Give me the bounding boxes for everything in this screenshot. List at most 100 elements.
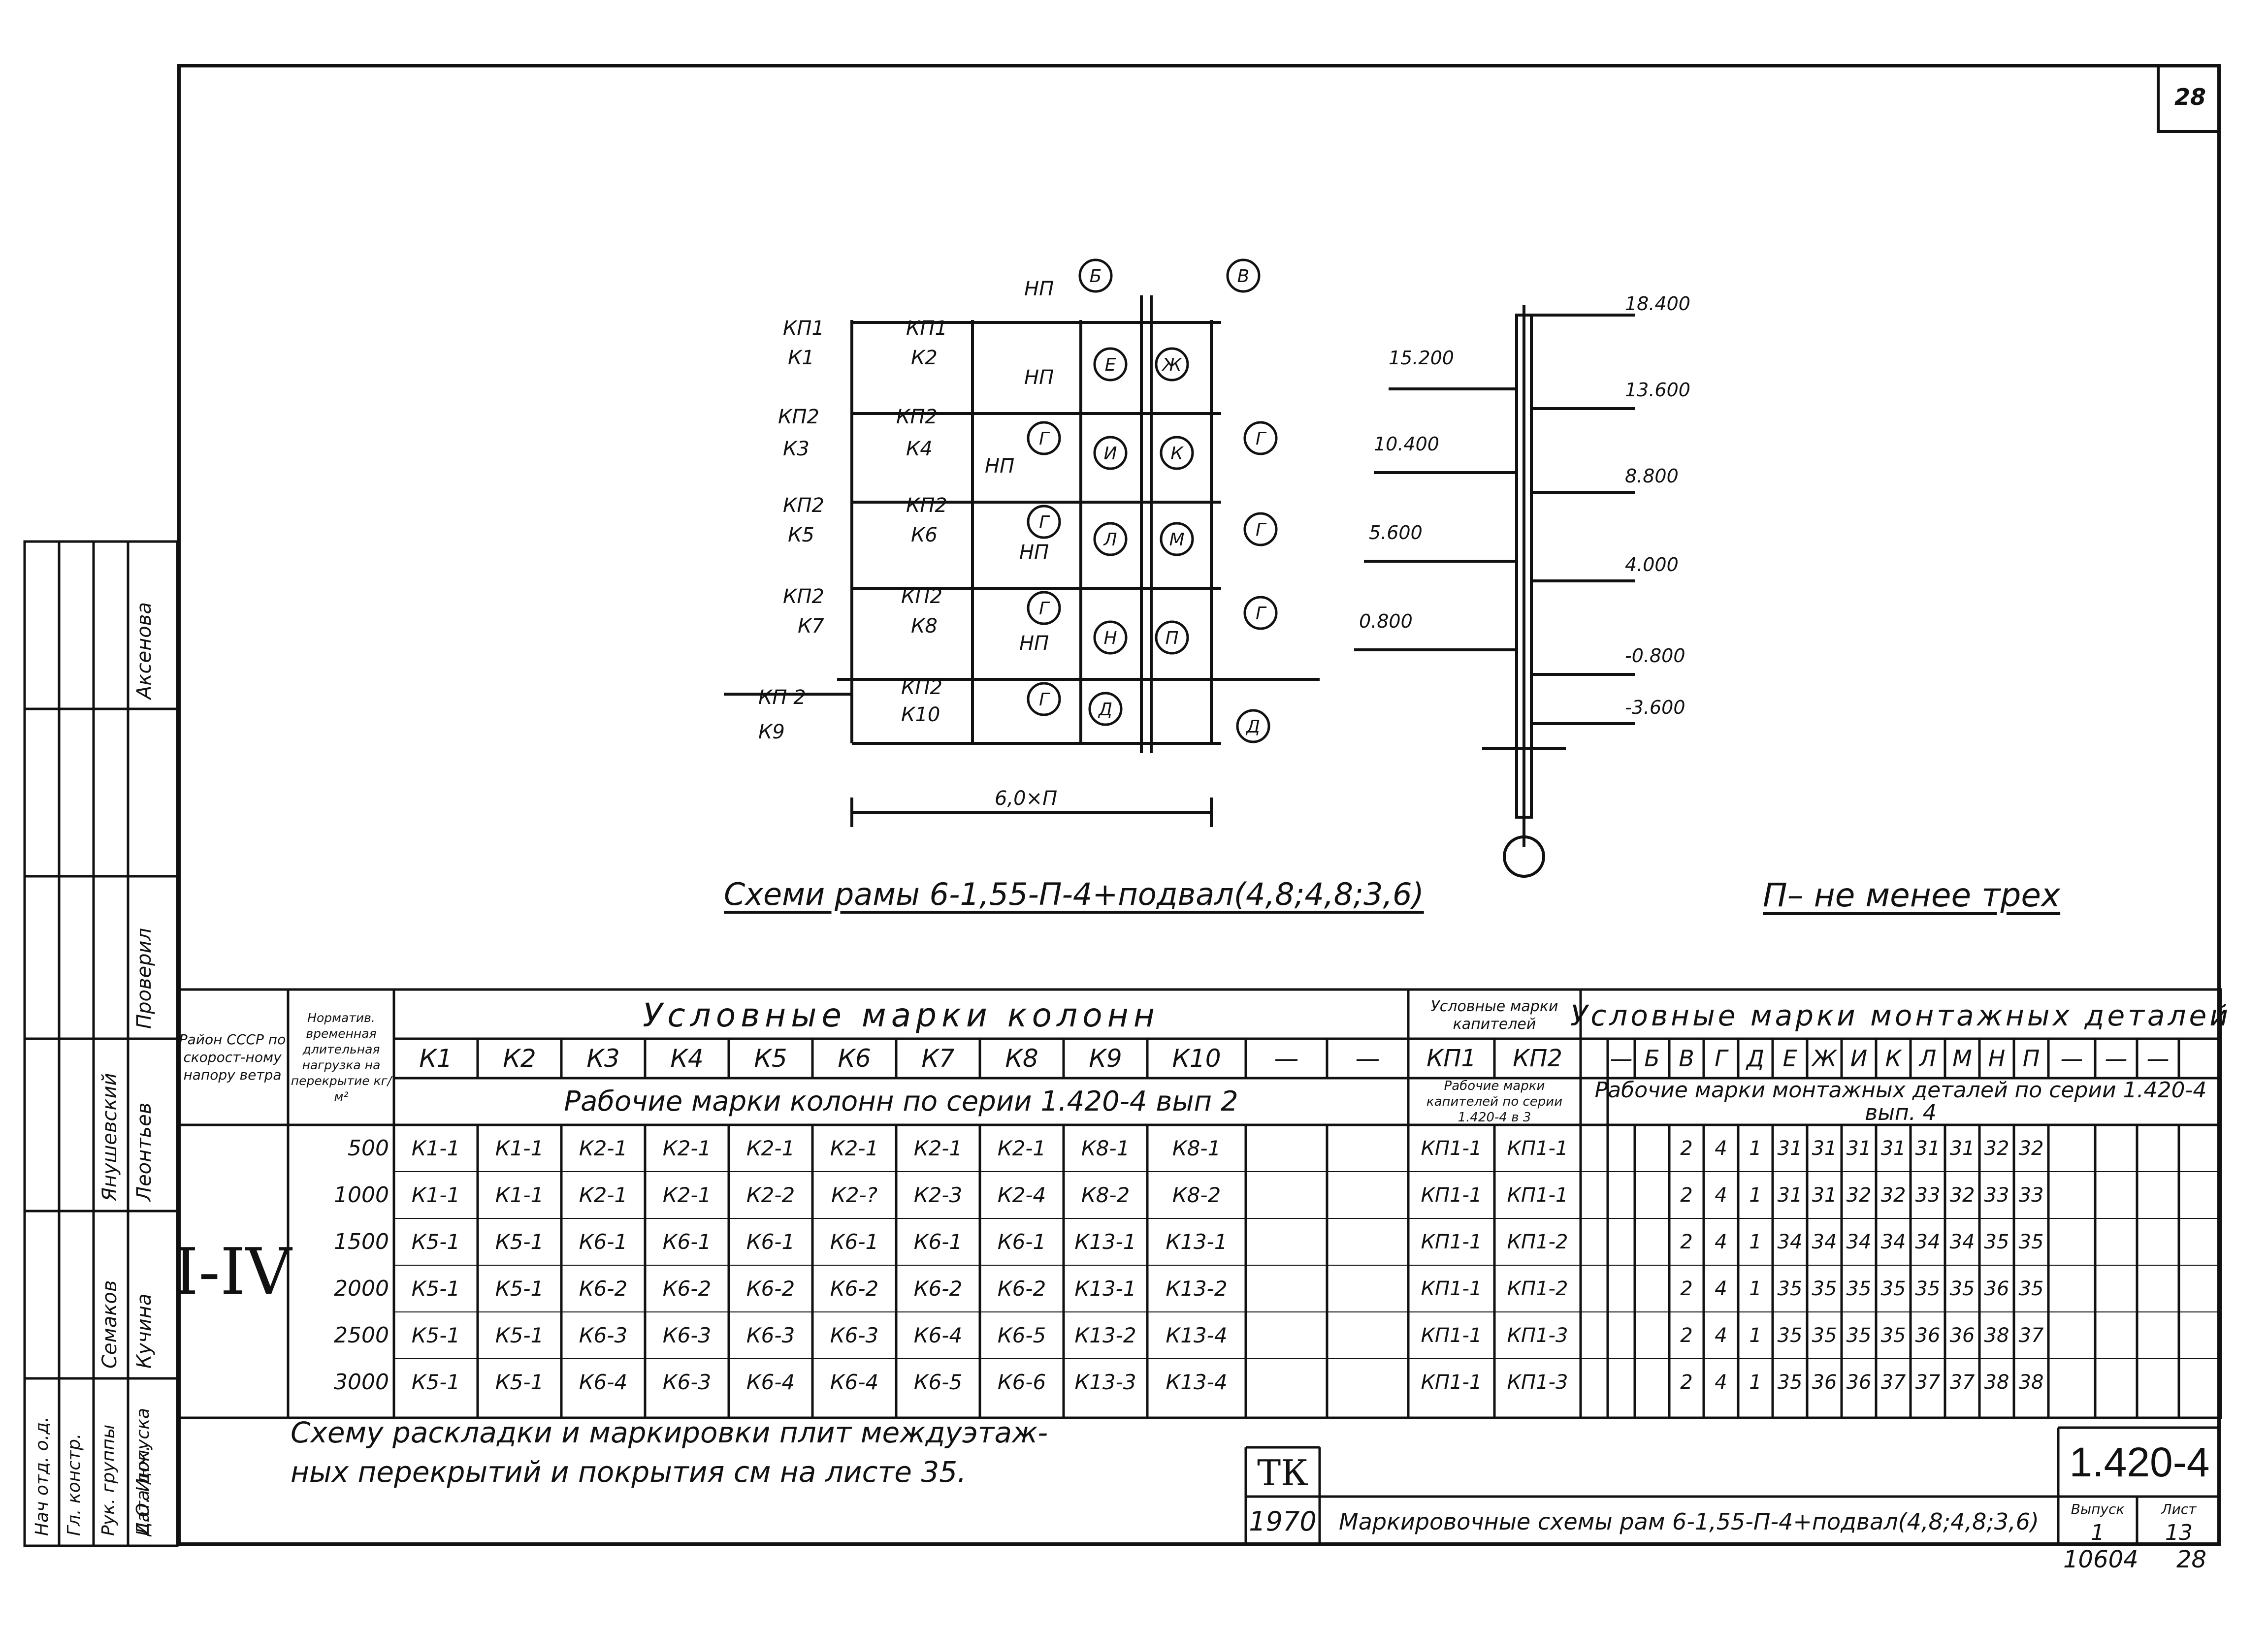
column-working-mark: К2-1 [830, 1136, 879, 1160]
year: 1970 [1249, 1506, 1317, 1537]
frame-label: К9 [758, 721, 785, 743]
detail-working-mark: 31 [1880, 1137, 1906, 1160]
column-mark: К3 [586, 1044, 620, 1073]
column-working-mark: К2-1 [746, 1136, 795, 1160]
detail-working-mark: 34 [1915, 1230, 1941, 1253]
column-working-mark: К5-1 [495, 1277, 544, 1301]
detail-working-mark: 35 [1915, 1277, 1941, 1300]
column-mark: К9 [1089, 1044, 1122, 1073]
frame-label: К3 [783, 438, 810, 460]
column-working-mark: К2-? [831, 1183, 877, 1207]
column-working-mark: К6-1 [997, 1230, 1046, 1254]
elevation-label: 15.200 [1389, 347, 1454, 369]
detail-mark: И [1850, 1045, 1868, 1072]
detail-mark: — [1610, 1045, 1633, 1072]
circle-marker: Д [1245, 717, 1260, 737]
column-working-mark: К5-1 [411, 1323, 460, 1347]
column-working-mark: К6-3 [662, 1370, 712, 1394]
row-load: 3000 [334, 1370, 389, 1395]
drawing-frame [177, 64, 2221, 1546]
sub-columns: Рабочие марки колонн по серии 1.420-4 вы… [564, 1085, 1238, 1117]
capital-working-mark: КП1-1 [1507, 1183, 1568, 1207]
column-working-mark: К13-4 [1166, 1323, 1228, 1347]
detail-working-mark: 35 [1777, 1324, 1803, 1347]
column-working-mark: К2-1 [579, 1136, 628, 1160]
circle-marker: И [1104, 444, 1117, 464]
column-mark: К6 [838, 1044, 871, 1073]
elevation-label: 0.800 [1359, 610, 1413, 632]
circle-marker: Г [1039, 512, 1050, 533]
column-working-mark: К8-2 [1172, 1183, 1221, 1207]
detail-working-mark: 35 [1812, 1324, 1837, 1347]
note-n: П– не менее трех [1763, 876, 2061, 914]
header-region: Район СССР по скорост-ному напору ветра [179, 1031, 286, 1083]
detail-working-mark: 35 [2018, 1230, 2044, 1253]
detail-mark: — [2146, 1045, 2170, 1072]
sheet-corner-number: 28 [2157, 64, 2221, 133]
capital-working-mark: КП1-1 [1421, 1324, 1482, 1347]
column-mark: К1 [419, 1044, 453, 1073]
detail-working-mark: 35 [2018, 1277, 2044, 1300]
column-working-mark: К6-2 [662, 1277, 712, 1301]
title-block-note: Схему раскладки и маркировки плит междуэ… [291, 1413, 1048, 1492]
detail-working-mark: 34 [1949, 1230, 1975, 1253]
circle-marker: Г [1039, 599, 1050, 619]
column-working-mark: К2-1 [997, 1136, 1046, 1160]
frame-label: НП [1024, 278, 1054, 300]
circle-marker: П [1165, 628, 1178, 648]
column-working-mark: К13-1 [1166, 1230, 1228, 1254]
detail-mark: — [2060, 1045, 2083, 1072]
detail-working-mark: 34 [1846, 1230, 1872, 1253]
column-mark: К8 [1005, 1044, 1038, 1073]
stamp-name: Семаков [98, 1280, 121, 1369]
frame-label: К2 [911, 347, 938, 369]
capital-working-mark: КП1-3 [1507, 1371, 1568, 1394]
column-mark: — [1355, 1044, 1380, 1073]
detail-working-mark: 32 [1880, 1183, 1906, 1207]
column-working-mark: К5-1 [495, 1323, 544, 1347]
detail-working-mark: 31 [1812, 1183, 1837, 1207]
elevation-label: 10.400 [1374, 433, 1439, 455]
elevation-label: 18.400 [1625, 293, 1690, 315]
detail-mark: — [2105, 1045, 2128, 1072]
circle-marker: В [1237, 266, 1250, 287]
column-working-mark: К13-1 [1074, 1277, 1136, 1301]
column-working-mark: К8-1 [1172, 1136, 1221, 1160]
detail-working-mark: 32 [2018, 1137, 2044, 1160]
frame-label: КП2 [896, 406, 938, 428]
column-working-mark: К6-4 [746, 1370, 795, 1394]
circle-marker: Г [1256, 520, 1267, 540]
detail-working-mark: 32 [1846, 1183, 1872, 1207]
column-mark: К5 [754, 1044, 787, 1073]
capital-mark: КП2 [1513, 1045, 1562, 1072]
column-working-mark: К1-1 [411, 1136, 460, 1160]
frame-label: К10 [901, 703, 940, 726]
column-working-mark: К6-3 [830, 1323, 879, 1347]
frame-label: КП2 [778, 406, 819, 428]
detail-working-mark: 37 [1880, 1371, 1906, 1394]
schema-caption: Схеми рамы 6-1,55-П-4+подвал(4,8;4,8;3,6… [724, 876, 1424, 912]
detail-working-mark: 36 [1812, 1371, 1837, 1394]
row-load: 2000 [334, 1276, 389, 1301]
frame-label: КП1 [783, 317, 824, 340]
column-working-mark: К2-1 [662, 1183, 712, 1207]
circle-marker: Г [1256, 429, 1267, 449]
detail-working-mark: 37 [1915, 1371, 1941, 1394]
column-working-mark: К2-4 [997, 1183, 1046, 1207]
detail-working-mark: 35 [1949, 1277, 1975, 1300]
column-working-mark: К6-2 [579, 1277, 628, 1301]
detail-working-mark: 33 [1915, 1183, 1941, 1207]
circle-marker: Б [1090, 266, 1102, 287]
column-working-mark: К13-1 [1074, 1230, 1136, 1254]
detail-working-mark: 2 [1680, 1324, 1693, 1347]
column-working-mark: К6-3 [662, 1323, 712, 1347]
frame-label: К5 [788, 524, 814, 546]
column-working-mark: К6-1 [746, 1230, 795, 1254]
bottom-page-number: 28 [2176, 1546, 2207, 1573]
stamp-role: Нач отд. о.д. [32, 1416, 52, 1536]
detail-mark: Е [1782, 1045, 1797, 1072]
document-code: 1.420-4 [2069, 1439, 2210, 1485]
detail-working-mark: 2 [1680, 1277, 1693, 1300]
detail-working-mark: 1 [1749, 1371, 1762, 1394]
